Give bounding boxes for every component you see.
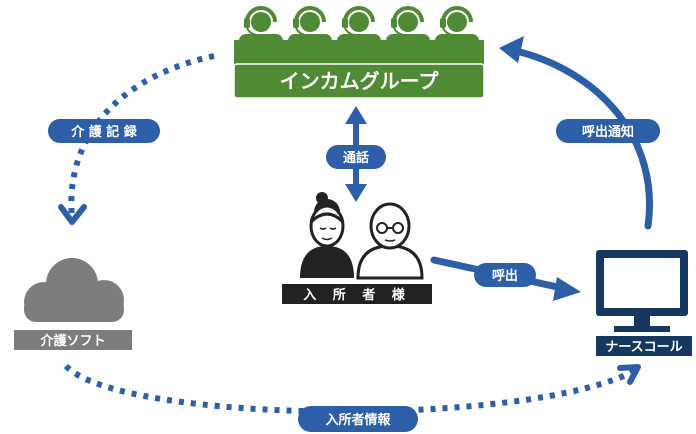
residents-label: 入 所 者 様 <box>303 287 411 303</box>
monitor-icon <box>596 250 688 332</box>
intercom-group-label: インカムグループ <box>280 69 440 93</box>
arrowhead-resident-info <box>617 364 641 385</box>
edge-label-talk: 通話 <box>326 145 386 169</box>
arrowhead-talk-down <box>345 184 367 202</box>
arrowhead-talk-up <box>345 106 367 124</box>
intercom-group-body <box>234 40 484 64</box>
dotted-arrow-care-record <box>68 53 215 219</box>
edge-label-resident-info: 入所者情報 <box>298 406 418 432</box>
nurse-call-label-box <box>596 336 692 356</box>
arrowhead-call-notice <box>499 36 524 63</box>
residents-node: 入 所 者 様 <box>282 192 432 304</box>
edge-label-call: 呼出 <box>474 263 536 287</box>
dotted-arrow-resident-info <box>63 363 638 415</box>
edge-label-call-notice: 呼出通知 <box>556 119 660 143</box>
care-software-label-box <box>14 330 132 350</box>
care-record-label: 介 護 記 録 <box>70 124 138 140</box>
intercom-group-label-box <box>233 63 485 99</box>
arrowhead-care-record <box>58 204 87 225</box>
nurse-call-label: ナースコール <box>605 340 682 355</box>
edge-label-care-record: 介 護 記 録 <box>48 119 160 143</box>
resident-info-label: 入所者情報 <box>325 412 391 428</box>
elderly-residents-icon <box>300 192 424 280</box>
care-software-node: 介護ソフト <box>14 258 132 350</box>
arrow-call-notice <box>508 46 653 230</box>
arrowhead-call <box>553 277 581 301</box>
care-software-label: 介護ソフト <box>39 333 105 349</box>
call-notice-label: 呼出通知 <box>582 124 634 140</box>
talk-label: 通話 <box>343 150 369 166</box>
nurse-call-node: ナースコール <box>596 250 692 356</box>
call-label: 呼出 <box>492 268 518 284</box>
residents-label-box <box>282 284 432 304</box>
cloud-icon <box>24 258 124 322</box>
intercom-group-node: インカムグループ <box>233 6 485 99</box>
